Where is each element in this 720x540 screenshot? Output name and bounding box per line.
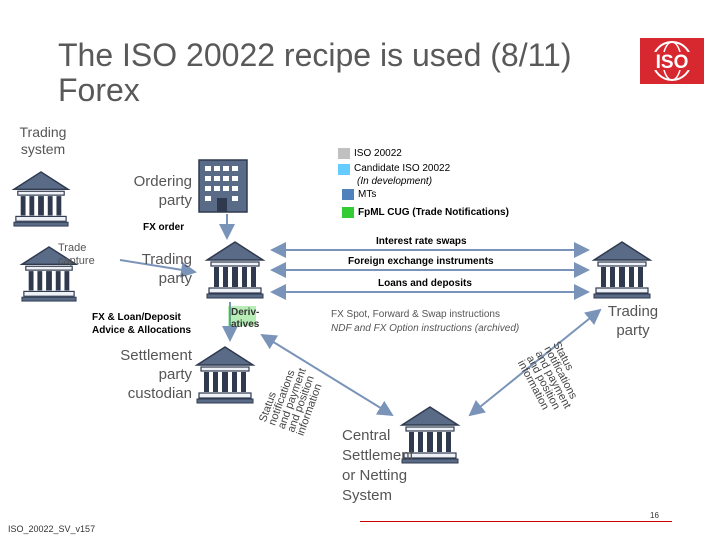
central-settlement-label-line: Settlement <box>342 447 414 464</box>
iso-logo: ISO <box>640 38 704 84</box>
trade-capture-label-line: capture <box>58 255 95 267</box>
fx-loan-advice-label: FX & Loan/Deposit Advice & Allocations <box>92 311 191 337</box>
trading-party-right-bank-icon <box>593 241 651 299</box>
settlement-label-line: Settlement <box>120 347 192 364</box>
central-settlement-label-line: or Netting <box>342 467 408 484</box>
trading-party-right-label-line: Trading <box>607 303 659 320</box>
trading-system-label: Trading system <box>10 124 76 158</box>
foreign-exchange-label: Foreign exchange instruments <box>348 256 494 267</box>
trading-system-bank-icon <box>13 171 69 227</box>
settlement-central-arrow <box>260 333 394 417</box>
legend-iso-swatch <box>338 148 350 159</box>
ordering-party-label-line: Ordering <box>133 173 192 190</box>
legend-candidate-swatch <box>338 164 350 175</box>
legend-mts-swatch <box>342 189 354 200</box>
interest-rate-swaps-label: Interest rate swaps <box>376 236 467 247</box>
fx-spot-label: FX Spot, Forward & Swap instructions <box>331 309 500 320</box>
legend-mts-label: MTs <box>358 189 377 200</box>
trading-party-left-bank-icon <box>206 241 264 299</box>
trading-party-right-label: Trading party <box>598 302 668 340</box>
title-line-2: Forex <box>58 72 140 108</box>
trading-system-label-line: system <box>20 141 66 157</box>
fx-order-label: FX order <box>143 222 185 233</box>
legend-candidate-sub: (In development) <box>357 176 433 187</box>
derivatives-highlight <box>228 306 256 326</box>
derivatives-label: Deriv- atives <box>231 307 259 331</box>
footer-code: ISO_20022_SV_v157 <box>8 524 96 534</box>
trading-party-right-label-line: party <box>616 322 650 339</box>
legend-iso-label: ISO 20022 <box>354 148 402 159</box>
title-line-1: The ISO 20022 recipe is used (8/11) <box>58 37 572 73</box>
central-settlement-label-line: System <box>342 487 393 504</box>
ordering-party-label: Ordering party <box>120 172 192 210</box>
loans-deposits-label: Loans and deposits <box>378 278 472 289</box>
settlement-label: Settlement party custodian <box>100 346 192 403</box>
fx-loan-advice-label-line: FX & Loan/Deposit <box>92 312 181 323</box>
ndf-label: NDF and FX Option instructions (archived… <box>331 323 520 334</box>
fx-loan-advice-label-line: Advice & Allocations <box>92 325 192 336</box>
trade-capture-label: Trade capture <box>58 242 95 268</box>
settlement-label-line: party <box>158 366 192 383</box>
trading-system-label-line: Trading <box>19 124 67 140</box>
derivatives-label-line: atives <box>231 319 260 330</box>
trading-party-left-label: Trading party <box>120 250 192 288</box>
legend-candidate-label: Candidate ISO 20022 <box>354 163 451 174</box>
settlement-bank-icon <box>196 346 254 404</box>
trade-capture-arrow <box>119 259 197 278</box>
office-building-icon <box>198 159 248 213</box>
iso-logo-text: ISO <box>656 52 689 73</box>
settlement-label-line: custodian <box>127 385 192 402</box>
slide-title: The ISO 20022 recipe is used (8/11) Fore… <box>58 38 628 108</box>
trading-central-arrow <box>468 308 602 417</box>
legend-fpml-label: FpML CUG (Trade Notifications) <box>358 207 509 218</box>
trading-party-left-label-line: Trading <box>141 251 192 268</box>
derivatives-label-line: Deriv- <box>231 307 260 318</box>
trading-party-left-label-line: party <box>158 270 192 287</box>
page-number: 16 <box>650 511 659 520</box>
trade-capture-label-line: Trade <box>58 242 87 254</box>
footer-rule <box>360 521 672 522</box>
central-settlement-label: Central Settlement or Netting System <box>342 426 414 506</box>
ordering-party-label-line: party <box>158 192 192 209</box>
central-settlement-label-line: Central <box>342 427 391 444</box>
legend-fpml-swatch <box>342 207 354 218</box>
